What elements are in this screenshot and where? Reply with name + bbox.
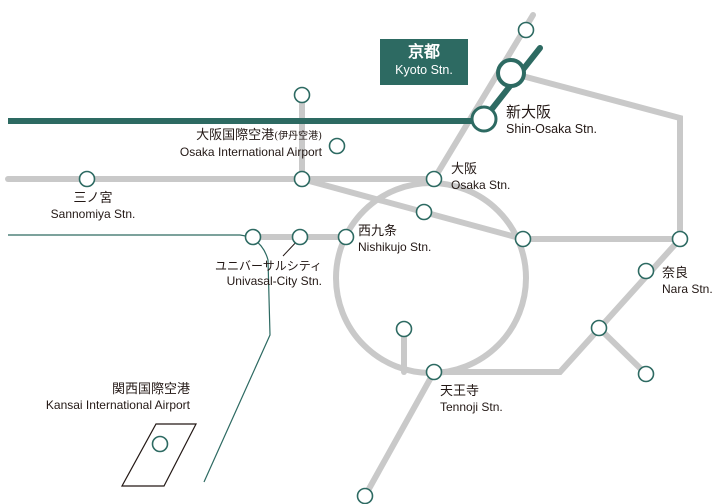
station-marker-upper-north[interactable] [517, 21, 535, 39]
kyoto-line-gray [431, 12, 536, 182]
nara-label-jp: 奈良 [662, 266, 689, 281]
tennoji-label-en: Tennoji Stn. [440, 400, 503, 414]
kansai-airport-label[interactable]: 関西国際空港 Kansai International Airport [8, 382, 190, 413]
station-marker-sannomiya[interactable] [78, 170, 96, 188]
station-marker-oji[interactable] [590, 319, 608, 337]
nara-label-en: Nara Stn. [662, 282, 713, 296]
itami-label-jp-line: 大阪国際空港(伊丹空港) [140, 128, 322, 145]
itami-label-jp-small: (伊丹空港) [274, 131, 322, 142]
hanwa-line [362, 369, 437, 499]
sannomiya-label-en: Sannomiya Stn. [50, 207, 136, 221]
station-marker-usj[interactable] [291, 228, 309, 246]
station-marker-loop-north[interactable] [415, 203, 433, 221]
nara-station-label[interactable]: 奈良 Nara Stn. [662, 266, 713, 297]
usj-label-en: Univasal-City Stn. [226, 274, 322, 288]
nishikujo-label-jp: 西九条 [358, 224, 398, 239]
station-marker-tennoji[interactable] [425, 363, 443, 381]
kansai-airport-island [120, 423, 197, 487]
station-marker-nishikujo[interactable] [337, 228, 355, 246]
station-marker-kyoto[interactable] [496, 58, 526, 88]
kyoto-station-label[interactable]: 京都 Kyoto Stn. [380, 39, 468, 85]
shin-osaka-station-label[interactable]: 新大阪 Shin-Osaka Stn. [506, 103, 597, 137]
station-marker-south[interactable] [356, 487, 374, 504]
osaka-station-label[interactable]: 大阪 Osaka Stn. [451, 162, 510, 193]
osaka-label-en: Osaka Stn. [451, 178, 511, 192]
yamatoji-line-a [299, 176, 526, 242]
station-marker-nara[interactable] [637, 262, 655, 280]
tennoji-label-jp: 天王寺 [440, 384, 480, 399]
station-marker-itami-north[interactable] [293, 86, 311, 104]
station-marker-kansai-airport[interactable] [151, 435, 169, 453]
kyoto-label-jp: 京都 [407, 42, 440, 61]
itami-label-en: Osaka International Airport [179, 145, 322, 159]
sannomiya-label-jp: 三ノ宮 [73, 191, 113, 206]
station-marker-sakurajima[interactable] [244, 228, 262, 246]
shin-osaka-label-en: Shin-Osaka Stn. [506, 122, 598, 136]
kansai-label-en: Kansai International Airport [45, 398, 190, 412]
station-marker-loop-east[interactable] [514, 230, 532, 248]
station-marker-loop-south[interactable] [395, 320, 413, 338]
station-marker-itami[interactable] [328, 137, 346, 155]
station-marker-nara-junction[interactable] [671, 230, 689, 248]
station-marker-south-east[interactable] [637, 365, 655, 383]
sakurai-branch [596, 325, 649, 377]
kintetsu-line [431, 236, 683, 375]
itami-airport-label[interactable]: 大阪国際空港(伊丹空港) Osaka International Airport [140, 128, 322, 160]
kyoto-label-en: Kyoto Stn. [395, 63, 453, 77]
coastline [8, 234, 271, 483]
tennoji-station-label[interactable]: 天王寺 Tennoji Stn. [440, 384, 503, 415]
nishikujo-station-label[interactable]: 西九条 Nishikujo Stn. [358, 224, 431, 255]
osaka-label-jp: 大阪 [451, 162, 478, 177]
station-marker-osaka[interactable] [425, 170, 443, 188]
station-marker-itami-junction[interactable] [293, 170, 311, 188]
itami-label-jp: 大阪国際空港 [196, 128, 275, 143]
sannomiya-station-label[interactable]: 三ノ宮 Sannomiya Stn. [38, 191, 148, 222]
usj-station-label[interactable]: ユニバーサルシティ Univasal-City Stn. [184, 258, 322, 289]
usj-label-jp: ユニバーサルシティ [214, 259, 322, 273]
station-marker-shin-osaka[interactable] [470, 105, 498, 133]
nara-line [508, 70, 683, 242]
shin-osaka-label-jp: 新大阪 [506, 103, 552, 121]
nishikujo-label-en: Nishikujo Stn. [358, 240, 432, 254]
kansai-label-jp: 関西国際空港 [111, 382, 190, 397]
